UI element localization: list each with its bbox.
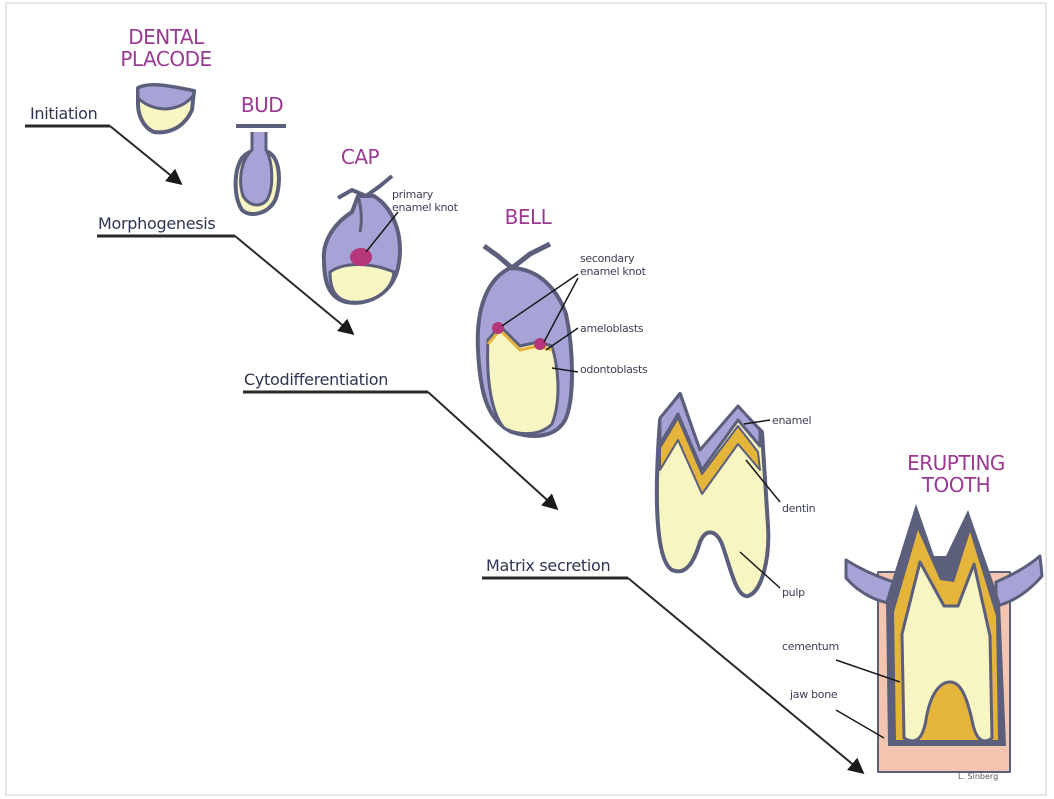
matrix-tooth-figure <box>657 394 768 596</box>
phase-cytodifferentiation: Cytodifferentiation <box>244 370 388 389</box>
stage-title-bell: BELL <box>494 206 562 228</box>
artist-credit: L. Sinberg <box>958 772 998 781</box>
label-odontoblasts: odontoblasts <box>580 363 647 376</box>
matrix-secretion-arrow <box>482 578 862 772</box>
label-pulp: pulp <box>782 586 805 599</box>
phase-initiation: Initiation <box>30 104 97 123</box>
phase-matrix-secretion: Matrix secretion <box>486 556 610 575</box>
label-secondary-enamel-knot: secondary enamel knot <box>580 252 662 278</box>
morphogenesis-arrow <box>97 236 352 333</box>
bud-figure <box>236 126 286 214</box>
stage-title-cap: CAP <box>324 146 396 168</box>
initiation-arrow <box>25 126 180 183</box>
stage-title-erupting: ERUPTING TOOTH <box>900 452 1012 496</box>
stage-title-placode: DENTAL PLACODE <box>118 26 214 70</box>
label-dentin: dentin <box>782 502 815 515</box>
bell-figure <box>478 244 572 436</box>
placode-figure <box>138 85 194 132</box>
label-cementum: cementum <box>782 640 839 653</box>
label-enamel: enamel <box>772 414 811 427</box>
phase-morphogenesis: Morphogenesis <box>98 214 215 233</box>
stage-title-bud: BUD <box>232 94 292 116</box>
label-jaw-bone: jaw bone <box>790 688 837 701</box>
erupting-tooth-figure <box>846 504 1042 772</box>
label-primary-enamel-knot: primary enamel knot <box>392 188 472 214</box>
label-ameloblasts: ameloblasts <box>580 322 643 335</box>
cap-figure <box>324 176 400 303</box>
